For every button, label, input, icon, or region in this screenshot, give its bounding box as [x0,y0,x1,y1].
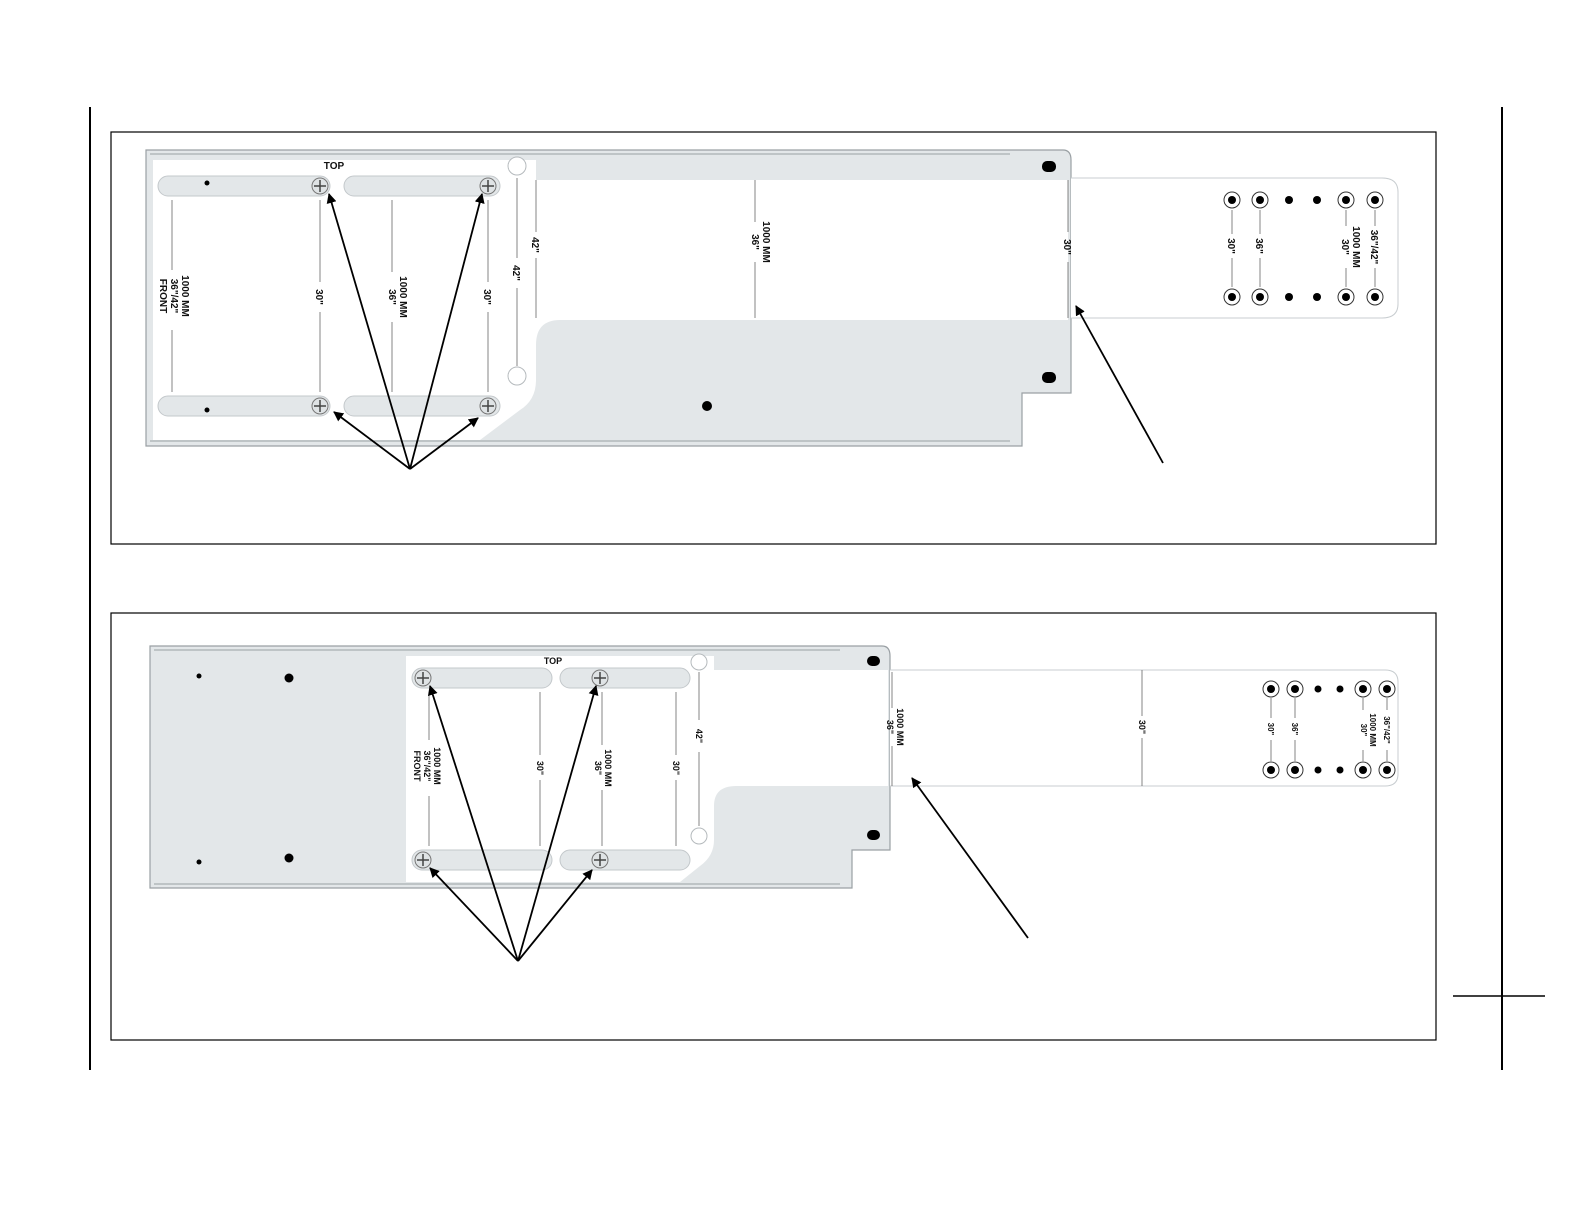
top-label: TOP [544,656,562,666]
leader-arrow [1076,306,1163,463]
screw-icon [480,178,496,194]
svg-text:36": 36" [593,761,603,775]
dimension-label: 42" [694,729,704,743]
slot [412,850,552,870]
screw-icon [592,852,608,868]
slot [158,396,330,416]
figure-1: TOP 1000 MM 36"/42" FRONT 30" 1000 MM 36… [111,132,1436,544]
ring-hole [508,367,526,385]
svg-text:36"/42": 36"/42" [422,750,432,781]
svg-text:1000 MM: 1000 MM [603,749,613,787]
hole [702,401,712,411]
dimension-label: 30" [1061,239,1072,255]
svg-text:1000 MM: 1000 MM [432,747,442,785]
ring-hole [508,157,526,175]
leader-arrow [912,778,1028,938]
figure-2: TOP 1000 MM 36"/42" FRONT 30" 1000 MM 36… [111,613,1436,1040]
slot-hole [1042,161,1056,172]
svg-text:1000 MM: 1000 MM [760,221,771,263]
ring-hole [691,828,707,844]
dimension-label: 30" [1137,720,1147,734]
svg-text:36": 36" [749,234,760,250]
dimension-label: 42" [510,265,521,281]
front-dimension-label: 1000 MM 36"/42" FRONT [412,747,442,785]
svg-text:FRONT: FRONT [157,279,168,313]
hole [205,181,210,186]
top-label: TOP [324,161,345,172]
svg-text:FRONT: FRONT [412,751,422,782]
screw-icon [312,398,328,414]
slot [158,176,330,196]
tail-label: 36" [1253,238,1264,254]
tail-label: 36"/42" [1382,716,1391,744]
svg-text:36"/42": 36"/42" [168,279,179,314]
dimension-label: 30" [313,289,324,305]
slot [344,396,500,416]
slot-hole [867,656,880,666]
dimension-label: 42" [529,237,540,253]
dimension-label: 30" [535,761,545,775]
tail-label: 30" [1266,723,1275,736]
svg-text:1000 MM: 1000 MM [1350,226,1361,268]
tail-label: 36" [1290,723,1299,736]
slot-hole [867,830,880,840]
svg-text:36": 36" [386,289,397,305]
svg-text:1000 MM: 1000 MM [397,276,408,318]
svg-text:30": 30" [1339,239,1350,255]
slot [560,668,690,688]
screw-icon [415,852,431,868]
front-dimension-label: 1000 MM 36"/42" FRONT [157,275,190,317]
slot [412,668,552,688]
slot [560,850,690,870]
hole [197,674,202,679]
svg-text:36": 36" [885,720,895,734]
hole [285,674,294,683]
hole [197,860,202,865]
tail-label: 36"/42" [1368,230,1379,265]
dimension-label: 30" [481,289,492,305]
svg-text:1000 MM: 1000 MM [895,708,905,746]
svg-text:1000 MM: 1000 MM [179,275,190,317]
tail-label: 30" [1225,238,1236,254]
hole [205,408,210,413]
svg-text:1000 MM: 1000 MM [1368,713,1377,747]
dimension-label: 30" [671,761,681,775]
svg-text:30": 30" [1359,724,1368,737]
ring-hole [691,654,707,670]
hole [285,854,294,863]
screw-icon [312,178,328,194]
slot [344,176,500,196]
screw-icon [592,670,608,686]
screw-icon [480,398,496,414]
screw-icon [415,670,431,686]
slot-hole [1042,372,1056,383]
